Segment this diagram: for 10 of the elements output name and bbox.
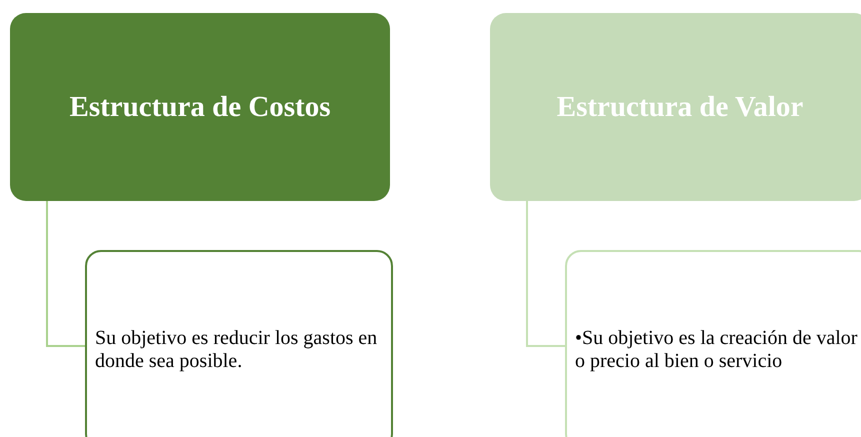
category-box xyxy=(490,13,861,201)
box-heading: Estructura de Valor xyxy=(556,90,804,124)
connector-line xyxy=(526,201,565,347)
description-box xyxy=(565,250,861,437)
box-text: Su objetivo es reducir los gastos en donde sea posible. xyxy=(95,327,378,373)
description-box xyxy=(85,250,393,437)
box-heading: Estructura de Costos xyxy=(70,90,330,124)
category-box xyxy=(10,13,390,201)
connector-line xyxy=(46,201,85,347)
box-text: •Su objetivo es la creación de valor o precio al bien o servicio xyxy=(575,327,858,373)
